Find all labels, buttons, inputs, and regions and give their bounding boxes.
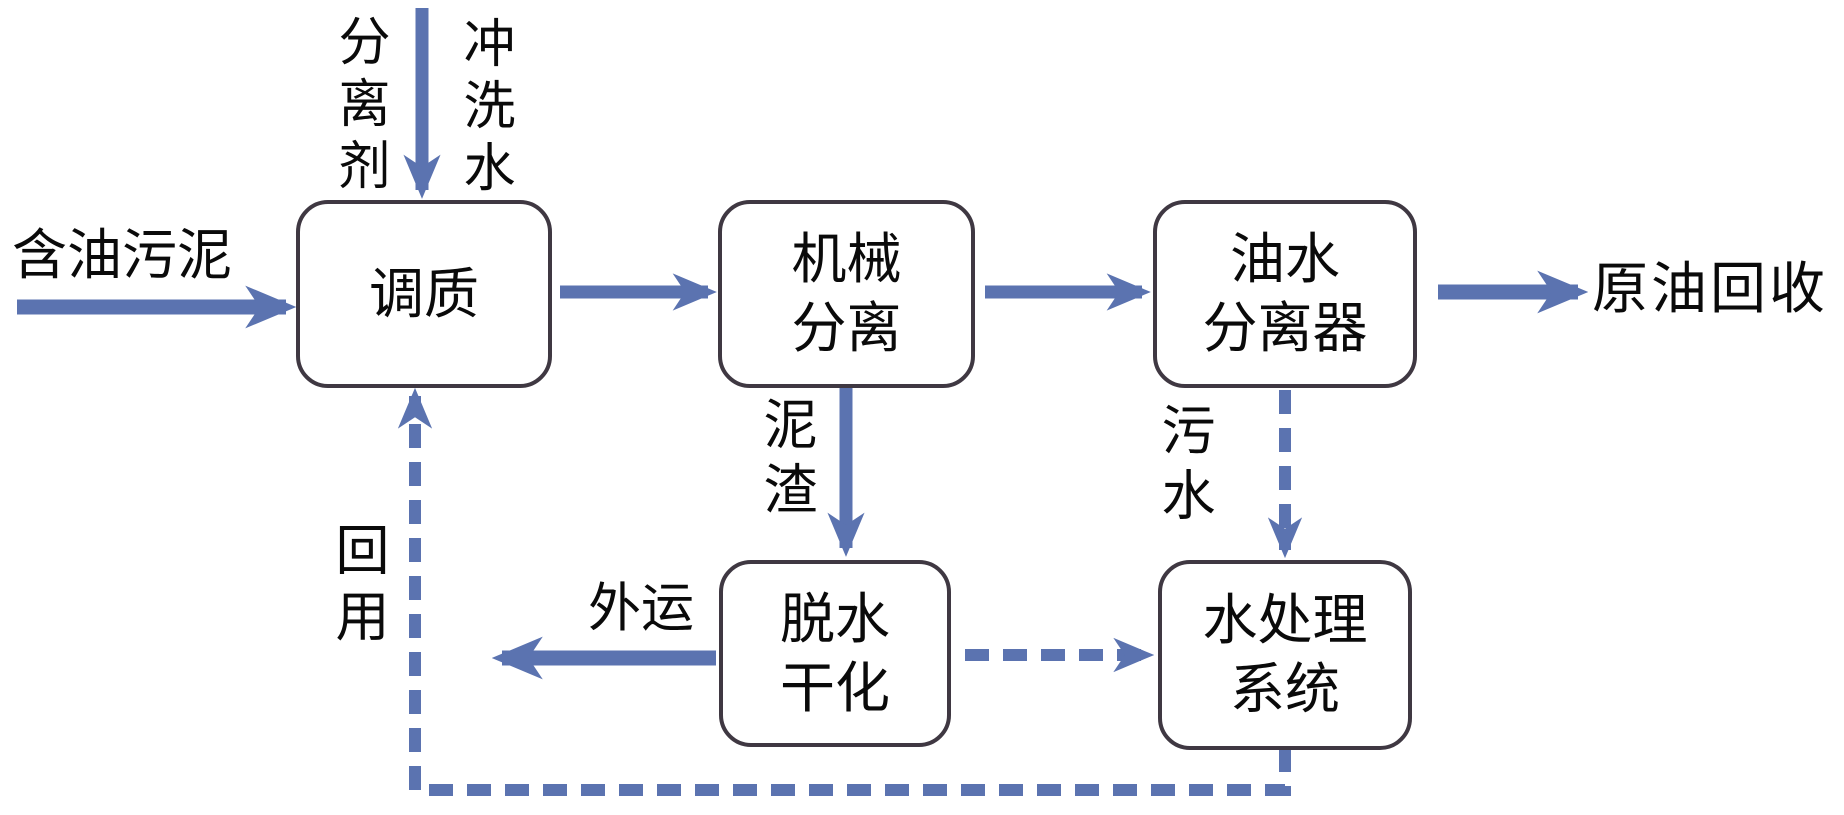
edge-separation-agent-label: 分离剂	[329, 14, 389, 200]
node-dewatering-drying-label: 脱水 干化	[779, 586, 890, 720]
node-conditioning-box	[296, 200, 552, 388]
node-mechanical-separation-box	[718, 200, 975, 388]
edge-reuse-loop-dashed-arrow	[397, 387, 1291, 796]
node-mechanical-separation-label: 机械 分离	[791, 227, 902, 360]
edge-reuse-label: 回用	[326, 522, 389, 654]
node-water-treatment-box	[1158, 560, 1412, 750]
edge-sewage-label: 污水	[1152, 402, 1215, 532]
edge-sludge-residue-label: 泥渣	[754, 396, 817, 526]
edge-transport-out-label: 外运	[588, 578, 694, 639]
edge-crude-oil-recovery-label: 原油回收	[1592, 257, 1828, 322]
edge-wash-water-label: 冲洗水	[454, 16, 514, 202]
node-oil-water-separator-label: 油水 分离器	[1202, 227, 1368, 360]
node-conditioning-label: 调质	[368, 261, 479, 326]
node-oil-water-separator-box	[1153, 200, 1417, 388]
edge-oily-sludge-label: 含油污泥	[12, 223, 233, 287]
node-water-treatment-label: 水处理 系统	[1202, 588, 1368, 721]
node-dewatering-drying-box	[719, 560, 951, 747]
